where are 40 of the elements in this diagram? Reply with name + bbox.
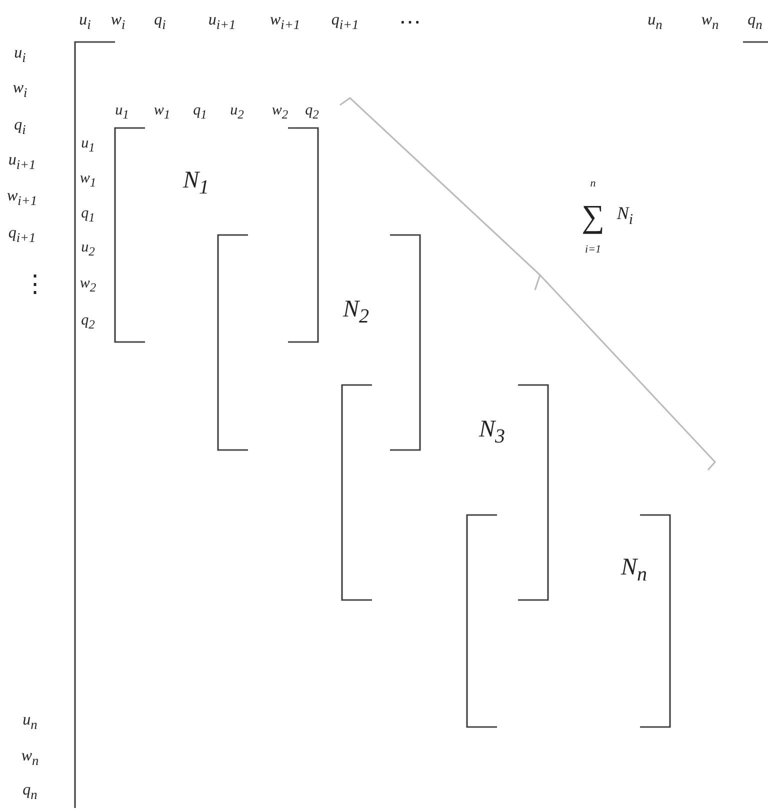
column-label: q$_{i+1}$ [331, 12, 359, 32]
ellipsis: ⋯ [399, 11, 421, 33]
column-label: w$_{i+1}$ [270, 12, 300, 32]
summation-limit: i=1 [585, 244, 601, 256]
column-label: u$_{2}$ [230, 103, 244, 121]
ellipsis: ⋮ [23, 273, 47, 297]
row-label: u$_{n}$ [22, 712, 38, 732]
row-label: u$_{i}$ [14, 46, 26, 64]
row-label: w$_{n}$ [21, 748, 39, 768]
row-label: q$_{i+1}$ [8, 226, 36, 244]
row-label: u$_{1}$ [81, 136, 95, 154]
summation-limit: n [590, 178, 596, 190]
column-label: q$_{n}$ [748, 12, 762, 32]
row-label: q$_{2}$ [81, 313, 95, 331]
row-label: q$_{1}$ [81, 206, 95, 224]
column-label: q$_{1}$ [193, 103, 207, 121]
column-label: w$_{n}$ [701, 12, 719, 32]
summation-term: N$_{i}$ [616, 204, 634, 228]
row-label: u$_{i+1}$ [8, 152, 36, 172]
column-label: q$_{2}$ [305, 103, 319, 121]
row-label: q$_{n}$ [22, 782, 38, 802]
column-label: u$_{n}$ [648, 12, 662, 32]
column-label: q$_{i}$ [154, 12, 166, 32]
row-label: q$_{i}$ [14, 118, 26, 136]
row-label: w$_{i+1}$ [6, 188, 38, 208]
block-label: N$_{3}$ [479, 418, 505, 446]
column-label: u$_{i}$ [79, 12, 91, 32]
block-label: N$_{2}$ [343, 298, 369, 326]
column-label: u$_{1}$ [115, 103, 129, 121]
column-label: w$_{2}$ [272, 103, 288, 121]
column-label: w$_{i}$ [110, 12, 126, 32]
summation-sign: ∑ [582, 200, 604, 232]
block-label: N$_{1}$ [183, 168, 209, 198]
row-label: w$_{1}$ [80, 171, 96, 189]
column-label: u$_{i+1}$ [208, 12, 236, 32]
row-label: w$_{i}$ [12, 80, 28, 100]
row-label: w$_{2}$ [80, 276, 96, 294]
column-label: w$_{1}$ [154, 103, 170, 121]
block-label: N$_{n}$ [621, 556, 647, 584]
row-label: u$_{2}$ [81, 240, 95, 258]
